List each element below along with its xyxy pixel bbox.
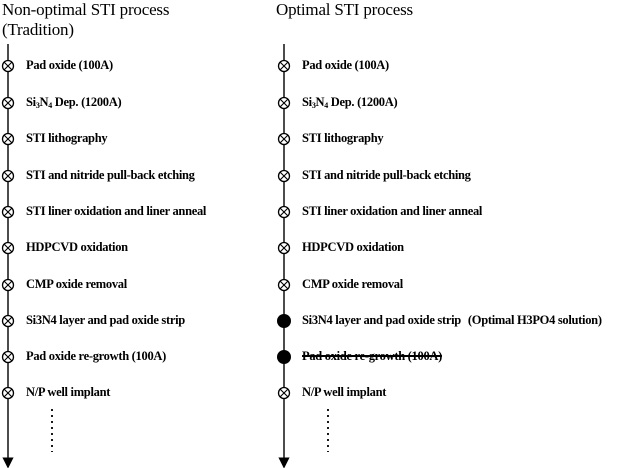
- crossed-circle-icon: [1, 314, 15, 328]
- crossed-circle-icon: [1, 96, 15, 110]
- subscript-text: 3: [35, 101, 40, 110]
- step-text-part: Si3N4 layer and pad oxide strip: [26, 313, 185, 327]
- subscript-text: 4: [48, 101, 52, 110]
- filled-circle-icon: [277, 314, 291, 328]
- right-step-label: N/P well implant: [302, 384, 386, 400]
- left-step-label: STI liner oxidation and liner anneal: [26, 203, 206, 219]
- step-text-part: Pad oxide re-growth (100A): [302, 349, 442, 363]
- left-step-label: CMP oxide removal: [26, 276, 127, 292]
- step-text-part: HDPCVD oxidation: [26, 240, 128, 254]
- step-text-part: STI and nitride pull-back etching: [26, 168, 195, 182]
- right-flow-line: [277, 44, 329, 468]
- crossed-circle-icon: [277, 241, 291, 255]
- step-text-part: Si3N4 layer and pad oxide strip: [302, 313, 461, 327]
- right-step-label: CMP oxide removal: [302, 276, 403, 292]
- left-step-label: STI lithography: [26, 130, 108, 146]
- right-step-label: Si3N4 Dep. (1200A): [302, 94, 398, 114]
- step-text: CMP oxide removal: [302, 277, 403, 291]
- right-title-line1: Optimal STI process: [276, 0, 413, 19]
- step-text-part: Dep. (1200A): [51, 95, 122, 109]
- step-text-part: STI and nitride pull-back etching: [302, 168, 471, 182]
- step-text: Si3N4 layer and pad oxide strip: [26, 313, 185, 327]
- step-text-part: Si: [26, 95, 36, 109]
- crossed-circle-icon: [277, 59, 291, 73]
- left-step-label: HDPCVD oxidation: [26, 239, 128, 255]
- left-step-label: N/P well implant: [26, 384, 110, 400]
- right-step-label: STI and nitride pull-back etching: [302, 167, 471, 183]
- crossed-circle-icon: [1, 132, 15, 146]
- step-text: Si3N4 Dep. (1200A): [26, 95, 122, 110]
- left-column-title: Non-optimal STI process (Tradition): [2, 0, 169, 40]
- step-text-part: N: [315, 95, 325, 109]
- step-text: Pad oxide (100A): [302, 58, 389, 72]
- step-text: Pad oxide re-growth (100A): [26, 349, 166, 363]
- crossed-circle-icon: [1, 386, 15, 400]
- crossed-circle-icon: [1, 278, 15, 292]
- step-text: STI liner oxidation and liner anneal: [302, 204, 482, 218]
- step-text: STI and nitride pull-back etching: [302, 168, 471, 182]
- step-text-part: STI lithography: [302, 131, 384, 145]
- left-step-label: Si3N4 Dep. (1200A): [26, 94, 122, 114]
- left-title-line2: (Tradition): [2, 20, 74, 39]
- step-text: HDPCVD oxidation: [302, 240, 404, 254]
- step-text: Pad oxide (100A): [26, 58, 113, 72]
- step-text-part: N: [39, 95, 49, 109]
- left-flow-line: [1, 44, 53, 468]
- step-text: CMP oxide removal: [26, 277, 127, 291]
- step-text: Si3N4 Dep. (1200A): [302, 95, 398, 110]
- step-text-part: STI lithography: [26, 131, 108, 145]
- crossed-circle-icon: [1, 205, 15, 219]
- step-text-part: Pad oxide re-growth (100A): [26, 349, 166, 363]
- step-text-part: STI liner oxidation and liner anneal: [26, 204, 207, 218]
- step-text-part: STI liner oxidation and liner anneal: [302, 204, 483, 218]
- crossed-circle-icon: [277, 205, 291, 219]
- subscript-text: 3: [311, 101, 316, 110]
- step-text-part: CMP oxide removal: [302, 277, 403, 291]
- left-title-line1: Non-optimal STI process: [2, 0, 170, 19]
- filled-circle-icon: [277, 350, 291, 364]
- crossed-circle-icon: [1, 169, 15, 183]
- crossed-circle-icon: [277, 169, 291, 183]
- left-step-label: STI and nitride pull-back etching: [26, 167, 195, 183]
- step-text: STI and nitride pull-back etching: [26, 168, 195, 182]
- left-step-label: Si3N4 layer and pad oxide strip: [26, 312, 185, 328]
- left-step-label: Pad oxide (100A): [26, 57, 113, 73]
- right-step-label: STI lithography: [302, 130, 384, 146]
- step-text-part: N/P well implant: [26, 385, 111, 399]
- crossed-circle-icon: [277, 278, 291, 292]
- step-text: STI liner oxidation and liner anneal: [26, 204, 206, 218]
- step-text-part: Dep. (1200A): [327, 95, 398, 109]
- crossed-circle-icon: [1, 350, 15, 364]
- step-text-part: CMP oxide removal: [26, 277, 127, 291]
- step-text-part: HDPCVD oxidation: [302, 240, 404, 254]
- crossed-circle-icon: [277, 132, 291, 146]
- step-text-part: Si: [302, 95, 312, 109]
- step-text: N/P well implant: [26, 385, 110, 399]
- crossed-circle-icon: [1, 241, 15, 255]
- step-text-part: Pad oxide (100A): [26, 58, 113, 72]
- step-text: HDPCVD oxidation: [26, 240, 128, 254]
- step-text: STI lithography: [26, 131, 108, 145]
- step-text-part: Pad oxide (100A): [302, 58, 389, 72]
- right-step-label: STI liner oxidation and liner anneal: [302, 203, 482, 219]
- step-text-part: N/P well implant: [302, 385, 387, 399]
- crossed-circle-icon: [277, 386, 291, 400]
- right-step-label: Pad oxide (100A): [302, 57, 389, 73]
- step-text: STI lithography: [302, 131, 384, 145]
- crossed-circle-icon: [1, 59, 15, 73]
- step-note: (Optimal H3PO4 solution): [467, 313, 602, 327]
- crossed-circle-icon: [277, 96, 291, 110]
- step-text: Si3N4 layer and pad oxide strip: [302, 313, 461, 327]
- right-step-label: Si3N4 layer and pad oxide strip (Optimal …: [302, 312, 602, 328]
- left-step-label: Pad oxide re-growth (100A): [26, 348, 166, 364]
- right-step-label: HDPCVD oxidation: [302, 239, 404, 255]
- right-column-title: Optimal STI process: [276, 0, 413, 20]
- step-text: Pad oxide re-growth (100A): [302, 349, 442, 363]
- subscript-text: 4: [324, 101, 328, 110]
- right-step-label: Pad oxide re-growth (100A): [302, 348, 442, 364]
- step-text: N/P well implant: [302, 385, 386, 399]
